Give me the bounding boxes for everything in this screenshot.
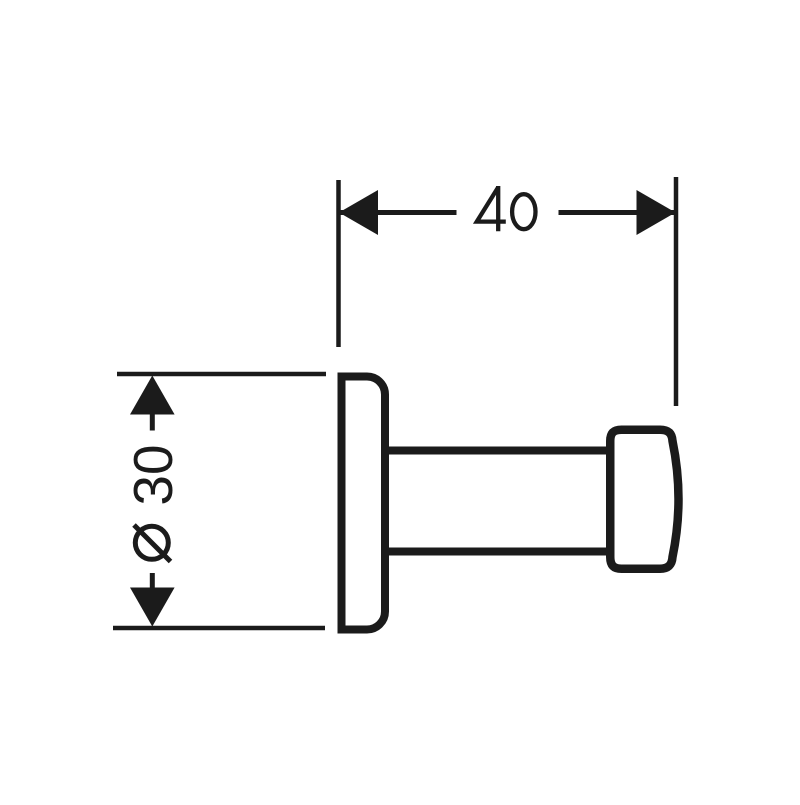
svg-text:30: 30 [122, 444, 184, 505]
